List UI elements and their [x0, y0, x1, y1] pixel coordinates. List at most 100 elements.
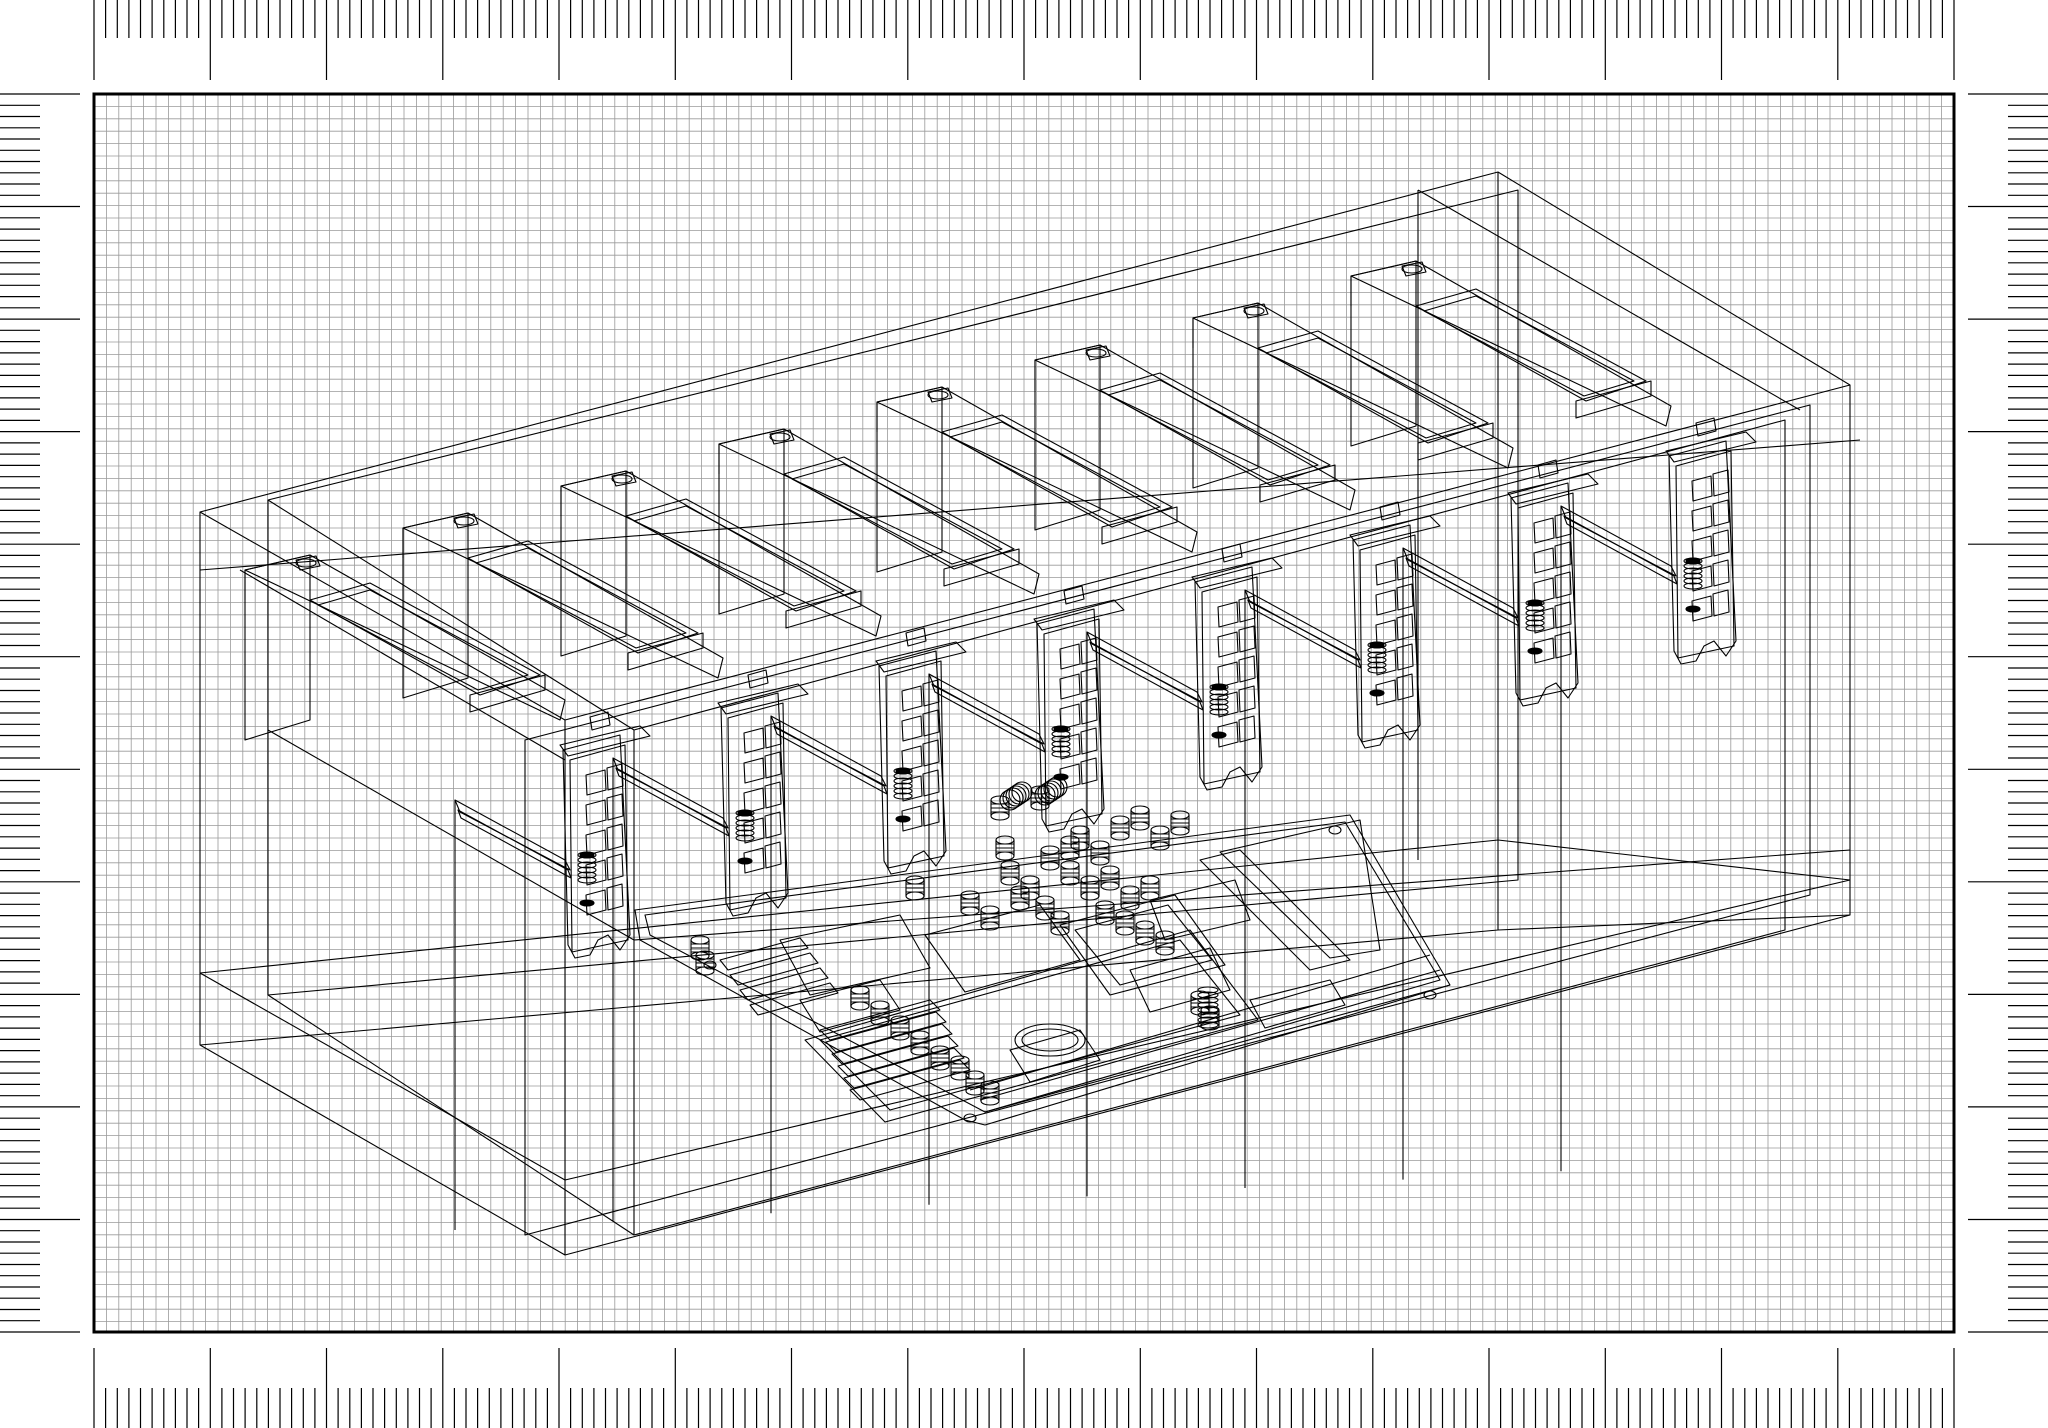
gpu-card — [1034, 344, 1441, 1188]
capacitor — [1155, 930, 1175, 956]
gpu-shroud-top — [1034, 344, 1356, 511]
capacitor — [1060, 860, 1080, 886]
gpu-port — [1080, 727, 1098, 755]
gpu-bracket-plate — [569, 744, 629, 953]
gpu-card — [718, 428, 1125, 1205]
gpu-riser-cable — [612, 757, 729, 829]
gpu-coil — [1525, 599, 1545, 655]
gpu-shroud-top — [718, 428, 1040, 595]
gpu-notch — [469, 674, 546, 713]
capacitor — [1090, 840, 1110, 866]
gpu-port — [1080, 667, 1098, 695]
gpu-port — [1059, 673, 1081, 700]
capacitor — [960, 890, 980, 916]
gpu-port — [922, 739, 940, 767]
capacitor — [1150, 825, 1170, 851]
capacitor — [980, 905, 1000, 931]
capacitor — [850, 985, 870, 1011]
gpu-port — [1375, 619, 1397, 646]
gpu-bracket-top — [1033, 599, 1125, 631]
gpu-connector-pins — [611, 474, 633, 484]
gpu-coil — [735, 809, 755, 865]
gpu-port — [585, 889, 607, 916]
capacitor — [1020, 875, 1040, 901]
gpu-port — [1712, 589, 1730, 617]
gpu-port — [743, 847, 765, 874]
gpu-port — [1554, 511, 1572, 539]
gpu-connector-pins — [927, 390, 949, 400]
gpu-power-connector — [1401, 261, 1427, 277]
gpu-bracket-tab — [747, 669, 769, 689]
gpu-heatsink-slot-inner — [1423, 295, 1635, 397]
gpu-port — [743, 787, 765, 814]
capacitor — [950, 1055, 970, 1081]
gpu-heatsink-slot — [1099, 372, 1331, 486]
gpu-notch — [627, 632, 704, 671]
gpu-port — [1375, 589, 1397, 616]
capacitor — [1000, 860, 1020, 886]
gpu-connector-pins — [1401, 264, 1423, 274]
gpu-card — [244, 554, 651, 1230]
gpu-port — [1712, 499, 1730, 527]
gpu-heatsink-slot-inner — [317, 589, 529, 691]
gpu-power-connector — [453, 513, 479, 529]
gpu-riser-cable — [454, 799, 571, 871]
gpu-port — [764, 751, 782, 779]
gpu-port — [1554, 541, 1572, 569]
ruler-top — [93, 0, 1955, 80]
capacitor — [1110, 815, 1130, 841]
gpu-port — [1554, 571, 1572, 599]
gpu-riser-cable — [1560, 505, 1677, 577]
capacitor — [870, 1000, 890, 1026]
capacitor — [995, 835, 1015, 861]
gpu-connector-pins — [295, 558, 317, 568]
fan-coil — [1034, 776, 1068, 806]
gpu-port — [1712, 469, 1730, 497]
gpu-heatsink-slot — [941, 414, 1173, 528]
gpu-bracket-plate — [1201, 576, 1261, 785]
gpu-port — [901, 685, 923, 712]
gpu-port — [1217, 631, 1239, 658]
gpu-coil — [1367, 641, 1387, 697]
gpu-heatsink-slot — [625, 498, 857, 612]
gpu-bracket-top — [1665, 431, 1757, 463]
gpu-port — [1059, 703, 1081, 730]
gpu-bracket-tab — [1695, 417, 1717, 437]
gpu-port — [1375, 679, 1397, 706]
gpu-port — [922, 769, 940, 797]
capacitor — [1060, 835, 1080, 861]
gpu-port — [901, 715, 923, 742]
gpu-port — [1217, 601, 1239, 628]
gpu-port — [585, 829, 607, 856]
drawing-frame — [92, 92, 1956, 1334]
gpu-riser-cable — [1402, 547, 1519, 619]
gpu-port — [1217, 661, 1239, 688]
mining-rig-wireframe — [199, 171, 1861, 1256]
gpu-coil — [1051, 725, 1071, 781]
capacitor — [980, 1080, 1000, 1106]
capacitor — [1050, 910, 1070, 936]
gpu-port — [1059, 763, 1081, 790]
gpu-connector-pins — [769, 432, 791, 442]
vertical-coil — [1197, 986, 1219, 1029]
gpu-power-connector — [1085, 345, 1111, 361]
capacitor — [930, 1045, 950, 1071]
gpu-port — [922, 709, 940, 737]
grid-paper — [93, 93, 1955, 1332]
gpu-bracket-top — [1349, 515, 1441, 547]
gpu-bracket-tab — [1379, 501, 1401, 521]
gpu-port — [1238, 685, 1256, 713]
gpu-notch — [1259, 464, 1336, 503]
gpu-heatsink-slot-inner — [475, 547, 687, 649]
capacitor — [1095, 900, 1115, 926]
capacitor — [1170, 810, 1190, 836]
gpu-coil — [893, 767, 913, 823]
gpu-port — [901, 805, 923, 832]
gpu-card — [1192, 302, 1599, 1180]
gpu-heatsink-slot — [783, 456, 1015, 570]
gpu-bracket-plate — [1043, 618, 1103, 827]
gpu-heatsink-slot — [1257, 330, 1489, 444]
capacitor — [1135, 920, 1155, 946]
gpu-power-connector — [611, 471, 637, 487]
